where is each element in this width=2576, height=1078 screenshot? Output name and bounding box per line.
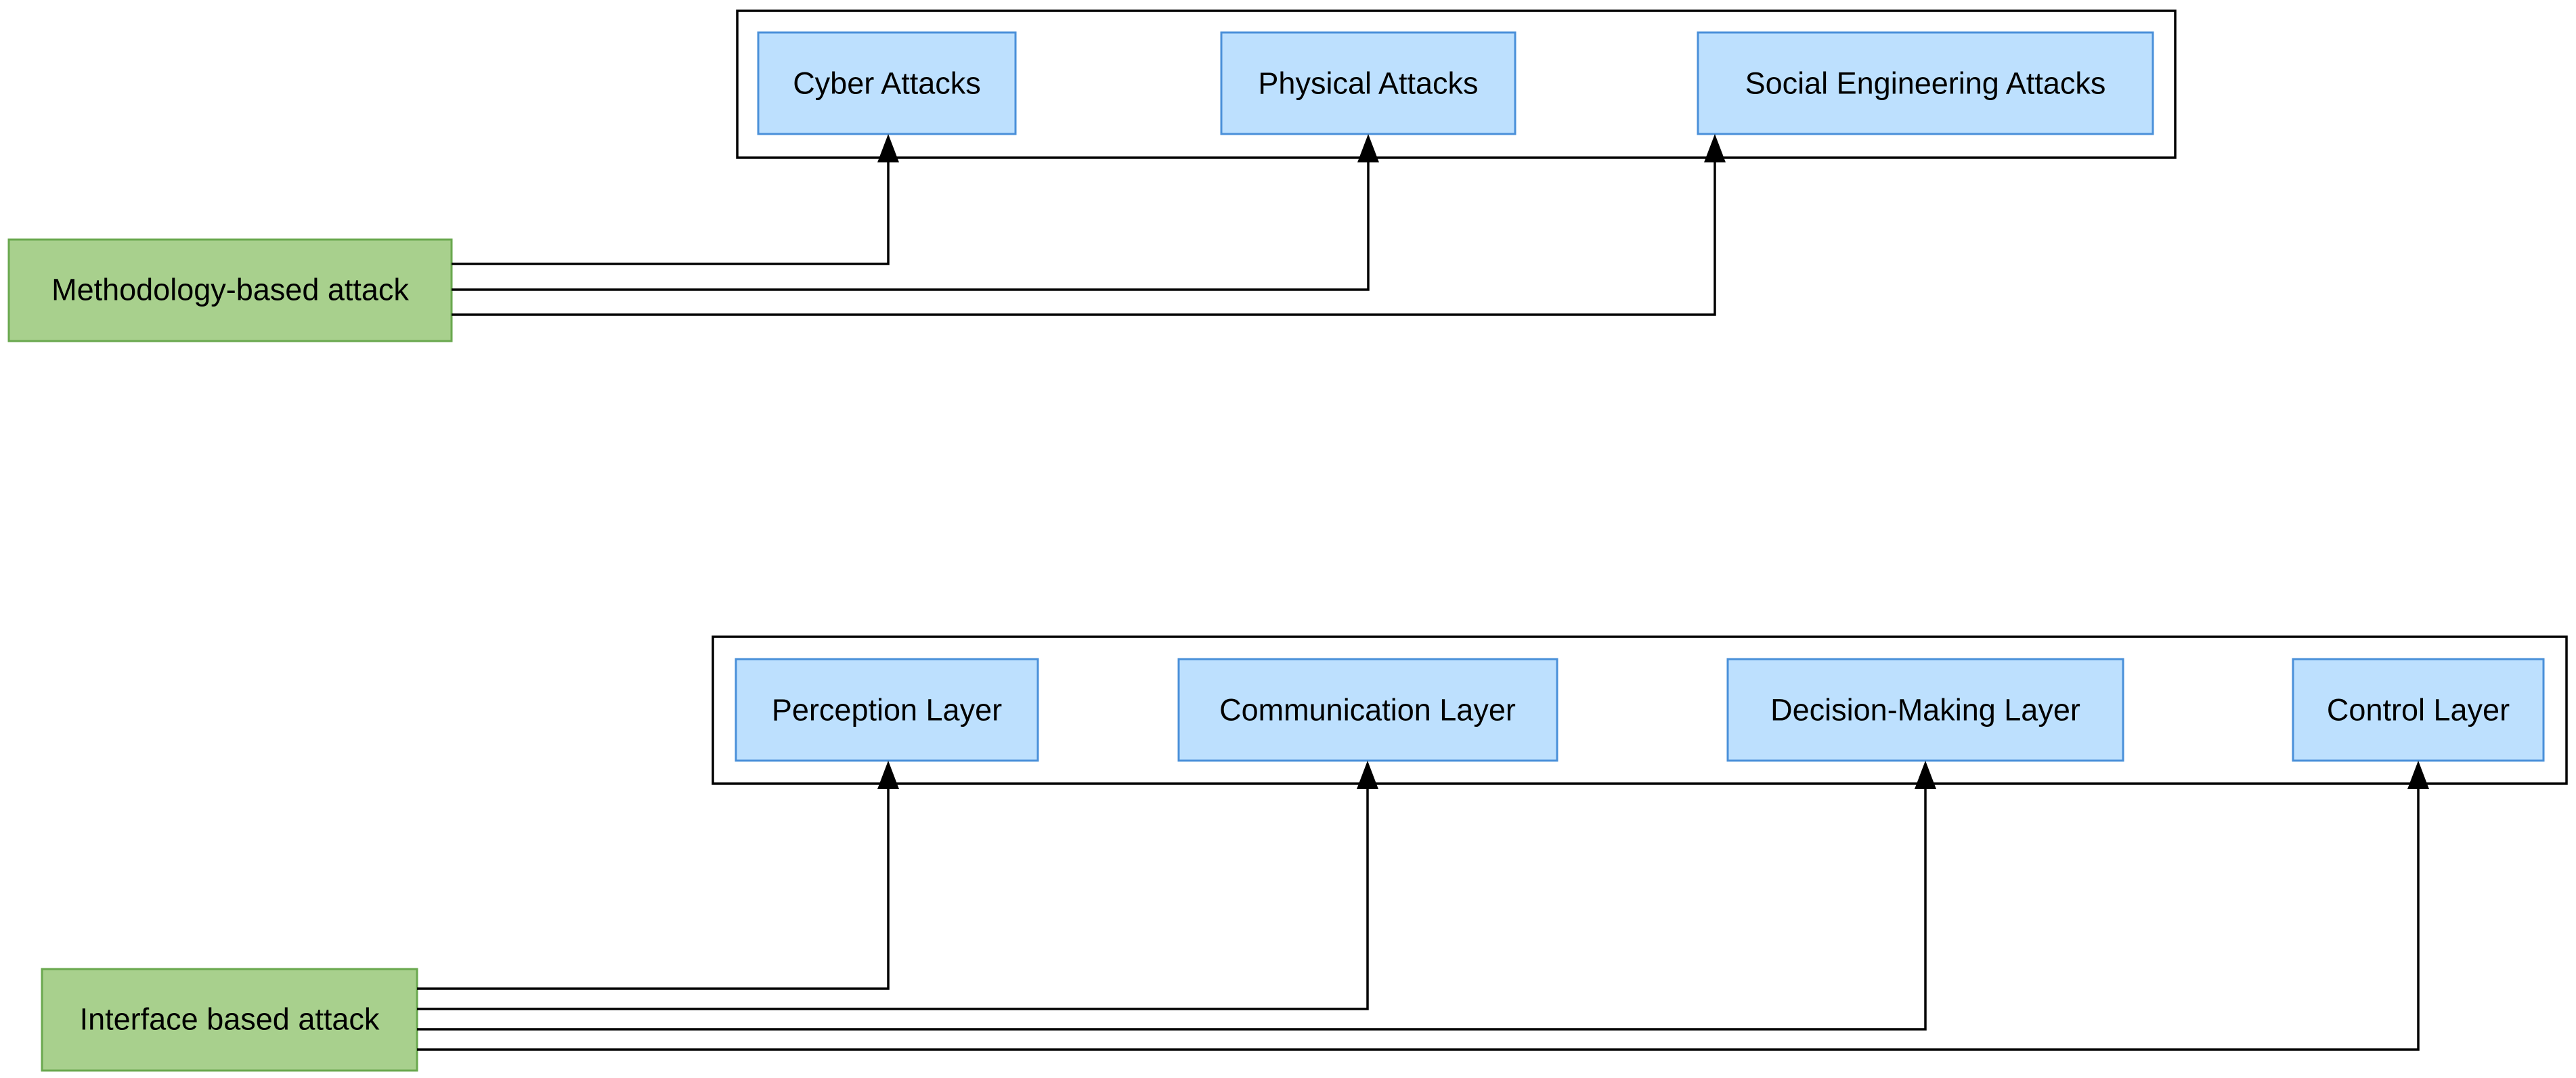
node-box <box>2292 658 2545 762</box>
node-box <box>1220 31 1516 135</box>
node-label: Decision-Making Layer <box>1770 693 2080 727</box>
node-label: Physical Attacks <box>1258 66 1478 101</box>
arrowhead <box>2407 761 2429 789</box>
node-decision-making-layer[interactable]: Decision-Making Layer <box>1726 658 2124 762</box>
edge-line <box>417 785 890 990</box>
node-label: Social Engineering Attacks <box>1745 66 2106 101</box>
node-label: Interface based attack <box>80 1002 380 1037</box>
node-box <box>1726 658 2124 762</box>
methodology-targets-frame <box>736 9 2177 159</box>
edge-line <box>452 158 890 265</box>
arrowhead <box>877 761 899 789</box>
edge-interface-to-perception <box>417 761 899 990</box>
arrowhead <box>1704 134 1726 162</box>
arrowhead <box>877 134 899 162</box>
edge-interface-to-decision <box>417 761 1936 1031</box>
node-label: Control Layer <box>2327 693 2510 727</box>
node-interface-based-attack[interactable]: Interface based attack <box>41 968 418 1072</box>
node-communication-layer[interactable]: Communication Layer <box>1177 658 1558 762</box>
node-box <box>7 238 453 342</box>
edge-methodology-to-cyber <box>452 134 899 265</box>
node-box <box>41 968 418 1072</box>
node-label: Perception Layer <box>772 693 1002 727</box>
edge-line <box>417 785 1369 1010</box>
edge-line <box>417 785 1927 1031</box>
edge-methodology-to-physical <box>452 134 1379 291</box>
node-label: Methodology-based attack <box>51 273 409 307</box>
node-box <box>735 658 1039 762</box>
edge-interface-to-communication <box>417 761 1378 1010</box>
node-methodology-based-attack[interactable]: Methodology-based attack <box>7 238 453 342</box>
edge-line <box>417 785 2420 1051</box>
arrowhead <box>1357 134 1379 162</box>
interface-targets-frame <box>712 635 2568 785</box>
edge-interface-to-control <box>417 761 2429 1051</box>
edge-line <box>452 158 1370 291</box>
node-perception-layer[interactable]: Perception Layer <box>735 658 1039 762</box>
node-control-layer[interactable]: Control Layer <box>2292 658 2545 762</box>
node-physical-attacks[interactable]: Physical Attacks <box>1220 31 1516 135</box>
node-label: Communication Layer <box>1219 693 1516 727</box>
node-label: Cyber Attacks <box>793 66 981 101</box>
edge-line <box>452 158 1716 316</box>
node-social-engineering-attacks[interactable]: Social Engineering Attacks <box>1697 31 2154 135</box>
node-box <box>1177 658 1558 762</box>
edge-methodology-to-social <box>452 134 1726 316</box>
node-box <box>1697 31 2154 135</box>
arrowhead <box>1357 761 1378 789</box>
node-box <box>757 31 1017 135</box>
node-cyber-attacks[interactable]: Cyber Attacks <box>757 31 1017 135</box>
arrowhead <box>1915 761 1936 789</box>
